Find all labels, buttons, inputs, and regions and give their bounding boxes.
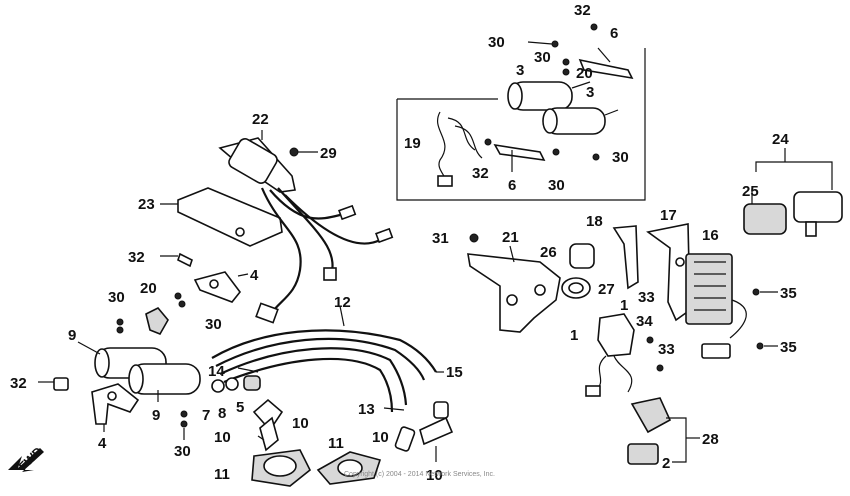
callout-24: 24 <box>772 131 789 148</box>
ignition-coil-upper[interactable] <box>507 81 619 135</box>
callout-7: 7 <box>202 407 210 424</box>
callout-1: 1 <box>570 327 578 344</box>
plug-wires-12[interactable] <box>211 305 444 413</box>
callout-4: 4 <box>98 435 107 452</box>
bracket-6-upper[interactable] <box>578 47 634 80</box>
callout-15: 15 <box>446 364 463 381</box>
callout-4: 4 <box>250 267 259 284</box>
callout-12: 12 <box>334 294 351 311</box>
callout-9: 9 <box>152 407 160 424</box>
callout-5: 5 <box>236 399 244 416</box>
plug-caps-10-right[interactable] <box>394 401 454 462</box>
callout-9: 9 <box>68 327 76 344</box>
callout-10: 10 <box>372 429 389 446</box>
callout-32: 32 <box>574 2 591 19</box>
callout-32: 32 <box>472 165 489 182</box>
fwd-label: FWD <box>16 444 45 473</box>
bolt-32-left[interactable] <box>160 252 193 268</box>
callout-3: 3 <box>516 62 524 79</box>
callout-30: 30 <box>548 177 565 194</box>
callout-32: 32 <box>128 249 145 266</box>
bracket-18[interactable] <box>612 225 639 290</box>
coil-wires-22[interactable] <box>255 187 394 324</box>
callout-18: 18 <box>586 213 603 230</box>
bolt-30-lower[interactable] <box>180 410 188 440</box>
callout-35: 35 <box>780 339 797 356</box>
relay-25[interactable] <box>743 186 787 235</box>
callout-30: 30 <box>534 49 551 66</box>
callout-16: 16 <box>702 227 719 244</box>
callout-14: 14 <box>208 363 225 380</box>
callout-20: 20 <box>140 280 157 297</box>
bracket-23[interactable] <box>160 187 283 247</box>
bracket-21[interactable] <box>467 245 561 333</box>
plug-cap-11-left[interactable] <box>251 449 312 487</box>
callout-31: 31 <box>432 230 449 247</box>
rubber-26[interactable] <box>569 243 595 269</box>
callout-26: 26 <box>540 244 557 261</box>
callout-8: 8 <box>218 405 226 422</box>
callout-1: 1 <box>620 297 628 314</box>
callout-33: 33 <box>658 341 675 358</box>
flasher-24[interactable] <box>793 191 843 237</box>
caps-7-8-5[interactable] <box>211 375 261 393</box>
callout-20: 20 <box>576 65 593 82</box>
callout-13: 13 <box>358 401 375 418</box>
rubber-27[interactable] <box>561 277 591 299</box>
callout-21: 21 <box>502 229 519 246</box>
callout-32: 32 <box>10 375 27 392</box>
bolts-33-34-35[interactable] <box>646 288 778 372</box>
callout-17: 17 <box>660 207 677 224</box>
callout-27: 27 <box>598 281 615 298</box>
callout-10: 10 <box>292 415 309 432</box>
ignition-coils-9[interactable] <box>77 341 201 402</box>
fwd-arrow: FWD <box>8 444 45 473</box>
callout-11: 11 <box>328 435 344 452</box>
callout-29: 29 <box>320 145 337 162</box>
bracket-24-group <box>755 148 833 190</box>
callout-30: 30 <box>174 443 191 460</box>
bolt-31[interactable] <box>469 233 479 243</box>
bracket-4-lower[interactable] <box>91 383 140 432</box>
regulator-16[interactable] <box>685 253 747 359</box>
callout-19: 19 <box>404 135 421 152</box>
inset-box <box>396 48 646 201</box>
callout-30: 30 <box>108 289 125 306</box>
callout-30: 30 <box>488 34 505 51</box>
clamp-20[interactable] <box>145 307 169 336</box>
callout-23: 23 <box>138 196 155 213</box>
callout-33: 33 <box>638 289 655 306</box>
callout-3: 3 <box>586 84 594 101</box>
bolts-inset[interactable] <box>484 23 600 161</box>
callout-30: 30 <box>205 316 222 333</box>
callout-2: 2 <box>662 455 670 472</box>
rectifier-1[interactable] <box>585 313 635 397</box>
callout-30: 30 <box>612 149 629 166</box>
coil-22[interactable] <box>218 130 296 193</box>
bolt-32-lower[interactable] <box>38 377 69 391</box>
callout-6: 6 <box>508 177 516 194</box>
wire-harness-19[interactable] <box>437 111 483 187</box>
bracket-17[interactable] <box>646 223 691 322</box>
callout-labels: 32 6 30 30 20 3 3 19 32 6 30 30 22 29 23… <box>10 2 797 484</box>
bracket-4-upper[interactable] <box>193 271 249 303</box>
copyright-watermark: Copyright (c) 2004 - 2014 Network Servic… <box>344 471 495 478</box>
callout-10: 10 <box>426 467 443 484</box>
bracket-6-lower[interactable] <box>493 143 546 172</box>
callout-11: 11 <box>214 466 230 483</box>
plug-cap-11-right[interactable] <box>316 451 382 485</box>
callout-10: 10 <box>214 429 231 446</box>
callout-22: 22 <box>252 111 269 128</box>
callout-6: 6 <box>610 25 618 42</box>
bolt-29[interactable] <box>289 147 318 157</box>
bolts-left[interactable] <box>116 292 186 334</box>
callout-25: 25 <box>742 183 759 200</box>
callout-28: 28 <box>702 431 719 448</box>
plug-caps-10-left[interactable] <box>252 398 284 452</box>
fuse-holder-28[interactable] <box>627 397 700 465</box>
callout-34: 34 <box>636 313 653 330</box>
callout-35: 35 <box>780 285 797 302</box>
